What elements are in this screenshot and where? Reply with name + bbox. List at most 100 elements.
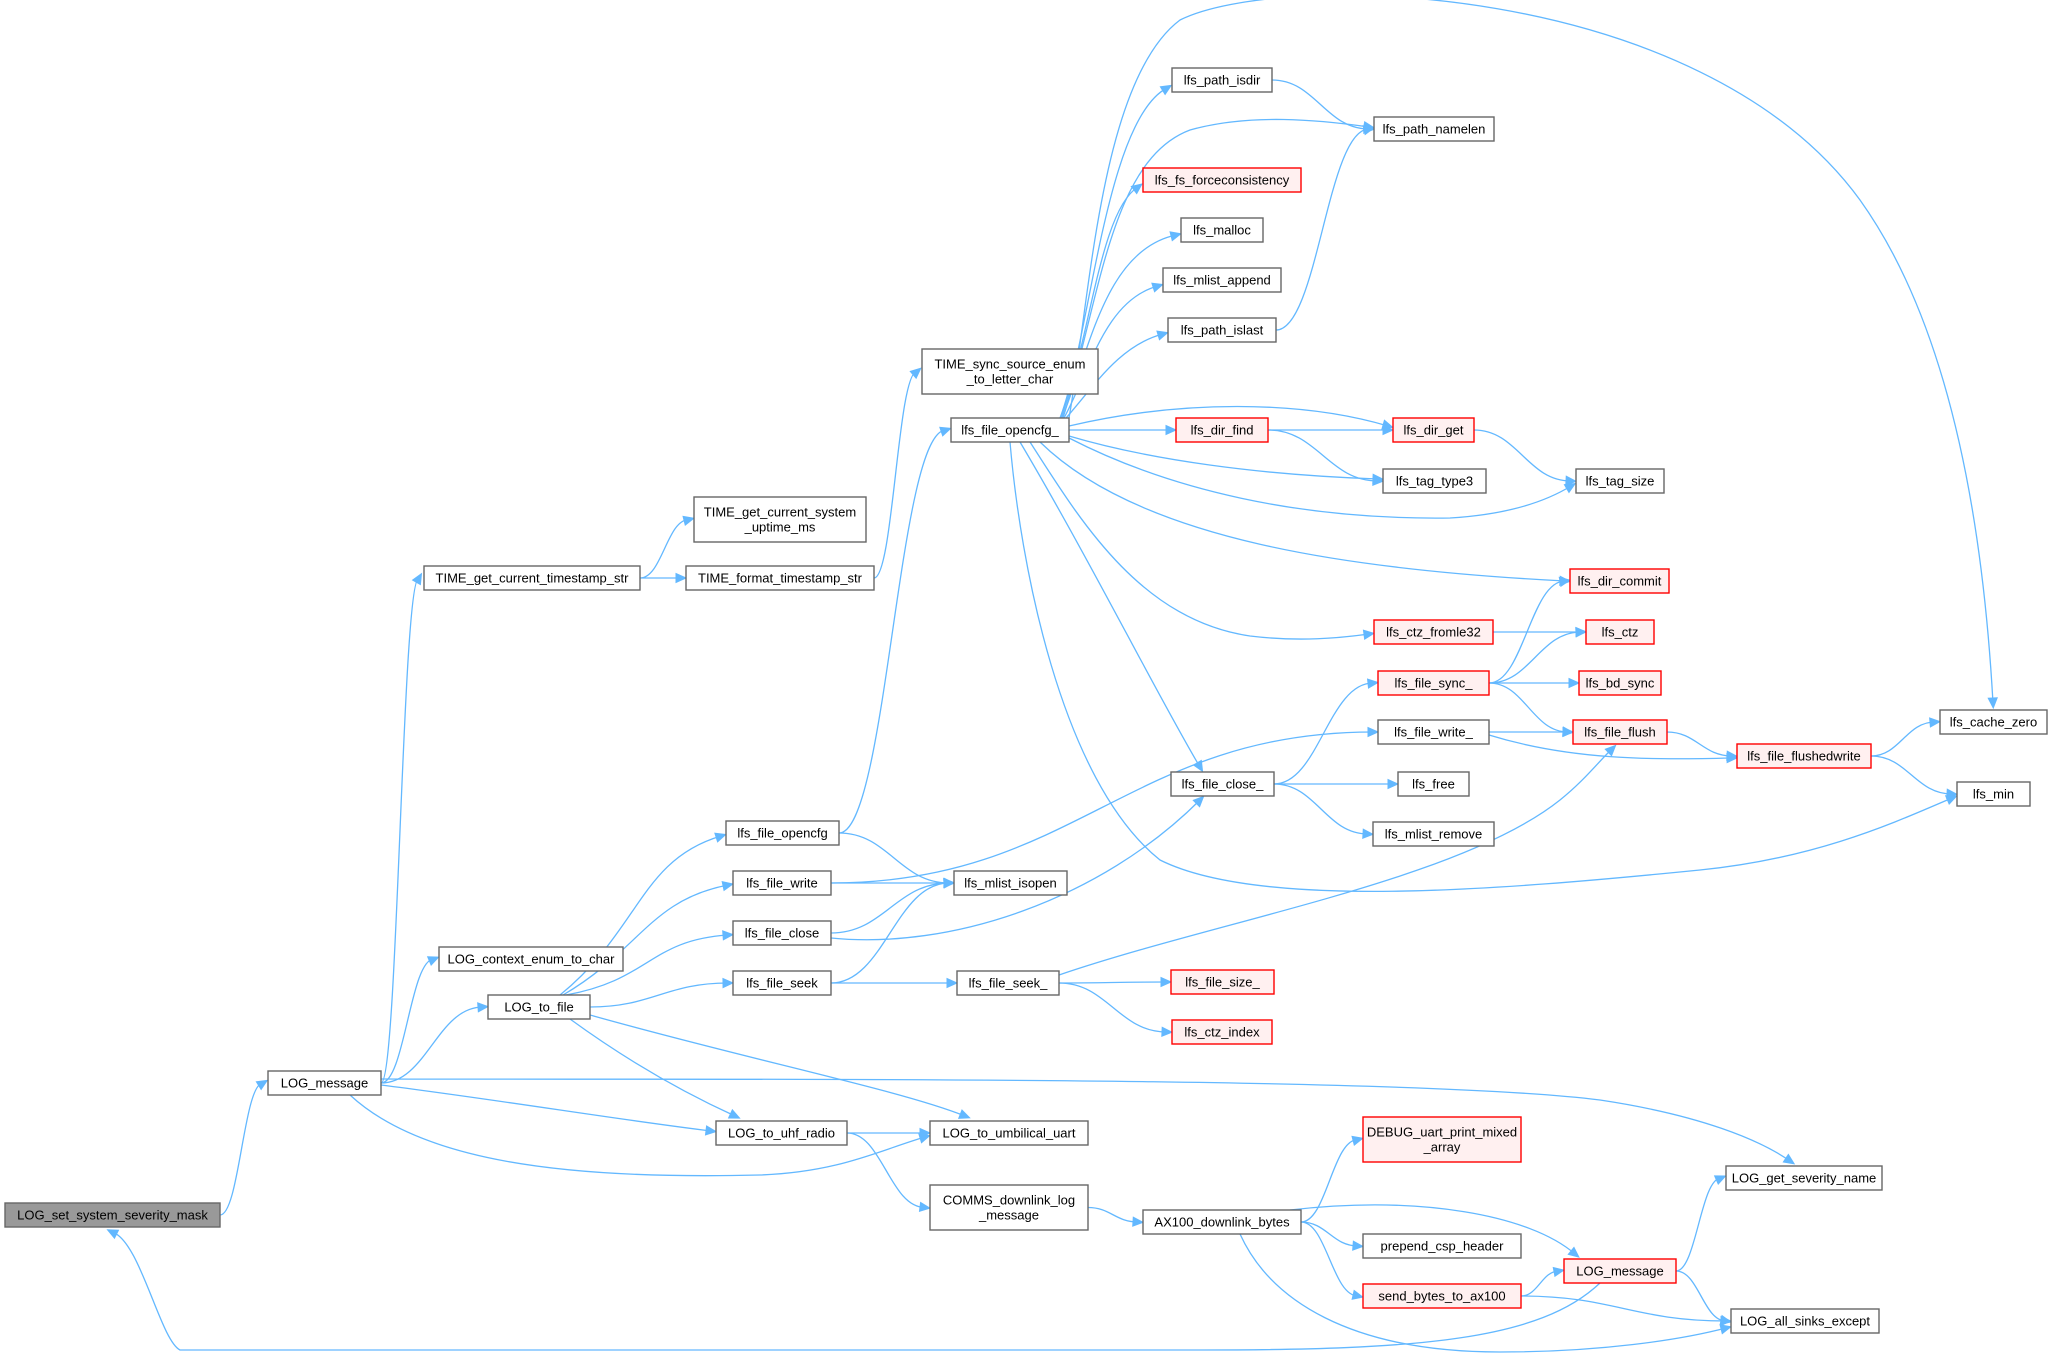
- node-file-close[interactable]: lfs_file_close: [732, 920, 832, 946]
- node-file-write-[interactable]: lfs_file_write_: [1377, 719, 1490, 745]
- edge-arrowhead: [1352, 1240, 1365, 1251]
- node-send-bytes[interactable]: send_bytes_to_ax100: [1362, 1283, 1522, 1309]
- node-label: lfs_cache_zero: [1950, 715, 2037, 730]
- node-time-fmt[interactable]: TIME_format_timestamp_str: [685, 565, 875, 591]
- node-log-ctx[interactable]: LOG_context_enum_to_char: [438, 946, 624, 972]
- node-box: [1171, 1019, 1273, 1045]
- node-ctz-fromle32[interactable]: lfs_ctz_fromle32: [1373, 619, 1494, 645]
- node-debug-uart[interactable]: DEBUG_uart_print_mixed_array: [1362, 1116, 1522, 1163]
- node-file-flush[interactable]: lfs_file_flush: [1572, 719, 1668, 745]
- node-time-sync[interactable]: TIME_sync_source_enum_to_letter_char: [921, 348, 1099, 395]
- node-dir-commit[interactable]: lfs_dir_commit: [1569, 568, 1670, 594]
- node-box: [725, 820, 840, 846]
- edge-line: [1068, 0, 1994, 704]
- edge-line: [838, 429, 947, 834]
- node-mlist-append[interactable]: lfs_mlist_append: [1162, 267, 1282, 293]
- node-prepend-csp[interactable]: prepend_csp_header: [1362, 1233, 1522, 1259]
- node-box: [4, 1202, 221, 1228]
- node-file-opencfg-[interactable]: lfs_file_opencfg_: [950, 417, 1070, 443]
- node-file-sync-[interactable]: lfs_file_sync_: [1377, 670, 1490, 696]
- node-ctz-index[interactable]: lfs_ctz_index: [1171, 1019, 1273, 1045]
- edge-line: [1275, 128, 1370, 331]
- node-log-to-uhf[interactable]: LOG_to_uhf_radio: [715, 1120, 848, 1146]
- edge-file_seek_-to-ctz_index: [1058, 982, 1174, 1038]
- node-box: [1575, 468, 1665, 494]
- node-log-all-sinks[interactable]: LOG_all_sinks_except: [1730, 1308, 1880, 1334]
- node-comms-downlink[interactable]: COMMS_downlink_log_message: [929, 1184, 1089, 1231]
- node-label: lfs_file_seek_: [969, 976, 1049, 991]
- edge-line: [1058, 981, 1167, 984]
- node-box: [1372, 821, 1495, 847]
- edge-arrowhead: [106, 1229, 120, 1240]
- node-box: [1175, 417, 1269, 443]
- node-bd-sync[interactable]: lfs_bd_sync: [1578, 670, 1662, 696]
- node-fs-force[interactable]: lfs_fs_forceconsistency: [1142, 167, 1302, 193]
- node-label: lfs_ctz: [1602, 625, 1639, 640]
- node-log-to-file[interactable]: LOG_to_file: [487, 994, 591, 1020]
- node-free[interactable]: lfs_free: [1397, 771, 1470, 797]
- edge-file_seek_-to-file_size_: [1058, 976, 1173, 988]
- node-path-namelen[interactable]: lfs_path_namelen: [1373, 116, 1495, 142]
- node-file-seek-[interactable]: lfs_file_seek_: [956, 970, 1060, 996]
- node-box: [715, 1120, 848, 1146]
- node-time-uptime[interactable]: TIME_get_current_system_uptime_ms: [693, 496, 867, 543]
- edge-line: [846, 1132, 926, 1209]
- node-label: LOG_to_file: [504, 1000, 573, 1015]
- node-log-message2[interactable]: LOG_message: [1563, 1258, 1677, 1284]
- edge-arrowhead: [714, 832, 727, 843]
- node-tag-type3[interactable]: lfs_tag_type3: [1382, 468, 1487, 494]
- node-box: [1382, 468, 1487, 494]
- node-time-ts[interactable]: TIME_get_current_timestamp_str: [423, 565, 641, 591]
- node-cache-zero[interactable]: lfs_cache_zero: [1939, 709, 2048, 735]
- edge-dir_find-to-tag_type3: [1267, 429, 1385, 487]
- node-log-message[interactable]: LOG_message: [267, 1070, 382, 1096]
- node-box: [1167, 317, 1277, 343]
- node-label: lfs_ctz_index: [1184, 1025, 1260, 1040]
- edge-set_mask-to-log_message: [219, 1079, 269, 1216]
- node-file-flushedwrite[interactable]: lfs_file_flushedwrite: [1736, 743, 1872, 769]
- edge-line: [111, 1231, 1601, 1351]
- edge-arrowhead: [722, 930, 735, 941]
- node-set-mask[interactable]: LOG_set_system_severity_mask: [4, 1202, 221, 1228]
- node-path-islast[interactable]: lfs_path_islast: [1167, 317, 1277, 343]
- node-min[interactable]: lfs_min: [1956, 781, 2031, 807]
- edge-file_write-to-file_write_: [830, 726, 1380, 884]
- node-file-opencfg[interactable]: lfs_file_opencfg: [725, 820, 840, 846]
- node-file-seek[interactable]: lfs_file_seek: [732, 970, 832, 996]
- node-mlist-remove[interactable]: lfs_mlist_remove: [1372, 821, 1495, 847]
- edge-arrowhead: [1719, 1324, 1733, 1335]
- edge-arrowhead: [477, 1002, 490, 1013]
- node-dir-get[interactable]: lfs_dir_get: [1392, 417, 1475, 443]
- edge-log_to_file-to-file_close: [565, 930, 735, 996]
- node-label: lfs_file_flush: [1584, 725, 1656, 740]
- node-ctz[interactable]: lfs_ctz: [1585, 619, 1655, 645]
- edge-line: [1675, 1177, 1722, 1272]
- node-ax100[interactable]: AX100_downlink_bytes: [1142, 1209, 1302, 1235]
- node-malloc[interactable]: lfs_malloc: [1180, 217, 1264, 243]
- node-file-size-[interactable]: lfs_file_size_: [1170, 969, 1275, 995]
- node-box: [732, 970, 832, 996]
- edge-log_to_uhf-to-comms_downlink: [846, 1132, 932, 1213]
- node-label: TIME_sync_source_enum: [934, 357, 1085, 372]
- node-label: lfs_dir_commit: [1578, 574, 1662, 589]
- node-box: [267, 1070, 382, 1096]
- node-label: lfs_file_write_: [1394, 725, 1474, 740]
- edge-arrowhead: [721, 880, 735, 892]
- edge-arrowhead: [1362, 629, 1376, 640]
- node-file-write[interactable]: lfs_file_write: [732, 870, 832, 896]
- node-mlist-isopen[interactable]: lfs_mlist_isopen: [953, 870, 1068, 896]
- node-label: LOG_context_enum_to_char: [448, 952, 616, 967]
- edge-arrowhead: [426, 956, 440, 966]
- node-tag-size[interactable]: lfs_tag_size: [1575, 468, 1665, 494]
- node-file-close-[interactable]: lfs_file_close_: [1170, 771, 1275, 797]
- node-log-sev-name[interactable]: LOG_get_severity_name: [1725, 1165, 1883, 1191]
- node-path-isdir[interactable]: lfs_path_isdir: [1171, 67, 1273, 93]
- edge-line: [380, 1078, 1791, 1162]
- edges-layer: [106, 0, 1998, 1353]
- node-log-to-uart[interactable]: LOG_to_umbilical_uart: [929, 1120, 1089, 1146]
- node-dir-find[interactable]: lfs_dir_find: [1175, 417, 1269, 443]
- edge-comms_downlink-to-ax100: [1087, 1206, 1145, 1227]
- edge-ax100-to-prepend_csp: [1300, 1221, 1365, 1251]
- node-box: [1142, 1209, 1302, 1235]
- edge-log_message-to-log_ctx: [380, 956, 440, 1084]
